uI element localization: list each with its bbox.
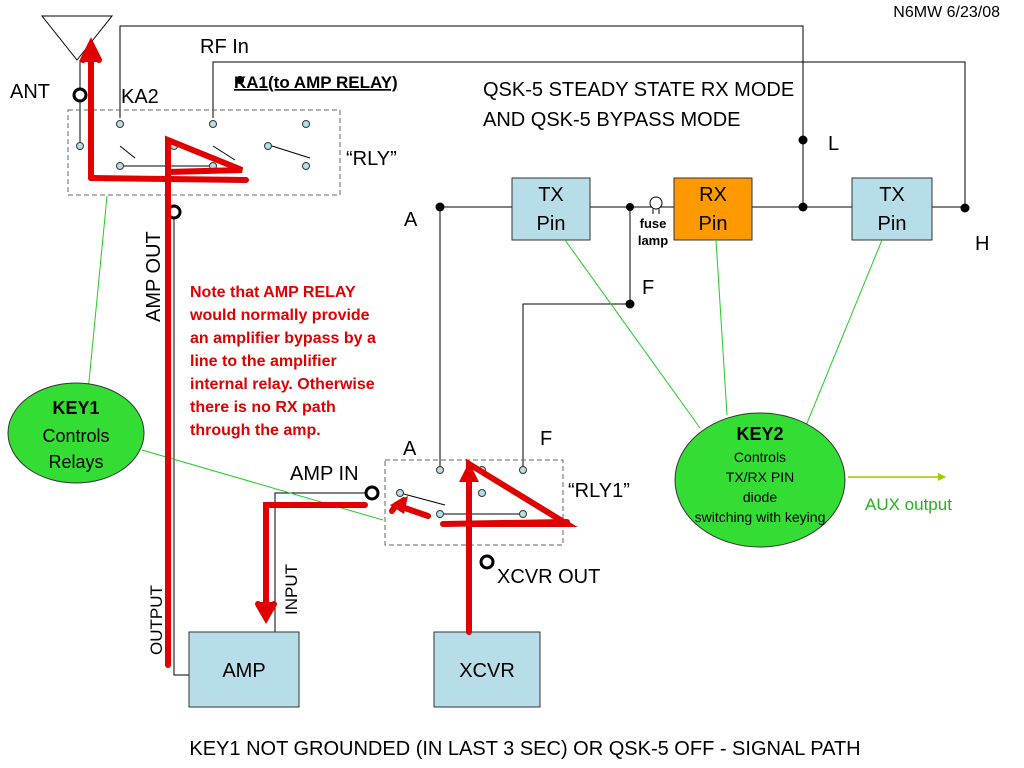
fuse-lamp-icon bbox=[649, 196, 663, 214]
lamp-label: lamp bbox=[638, 233, 668, 248]
port-rings bbox=[72, 87, 495, 570]
amp-relay-note: Note that AMP RELAY would normally provi… bbox=[189, 284, 376, 439]
aux-output-label: AUX output bbox=[865, 495, 952, 514]
tx-pin-right-line1: TX bbox=[879, 184, 905, 206]
footer-caption: KEY1 NOT GROUNDED (IN LAST 3 SEC) OR QSK… bbox=[189, 738, 860, 760]
ka1-dot bbox=[236, 76, 244, 84]
key1-title: KEY1 bbox=[52, 398, 99, 418]
amp-out-label: AMP OUT bbox=[143, 231, 165, 322]
tx-pin-left-line1: TX bbox=[538, 184, 564, 206]
ka2-label: KA2 bbox=[121, 86, 159, 108]
xcvr-out-label: XCVR OUT bbox=[497, 566, 600, 588]
credit-text: N6MW 6/23/08 bbox=[893, 4, 1000, 21]
node-f-dot bbox=[625, 299, 635, 309]
ant-port bbox=[72, 87, 88, 103]
ant-label: ANT bbox=[10, 81, 50, 103]
node-a-bottom-label: A bbox=[403, 438, 417, 460]
rly-label: “RLY” bbox=[346, 148, 397, 170]
control-lines bbox=[87, 195, 883, 521]
amp-box bbox=[188, 631, 300, 708]
node-f-bottom-label: F bbox=[540, 428, 552, 450]
rly1-contacts bbox=[396, 466, 527, 518]
tx-pin-right-line2: Pin bbox=[878, 213, 907, 235]
amp-out-wire bbox=[173, 212, 189, 676]
svg-text:through the amp.: through the amp. bbox=[190, 422, 321, 439]
rly1-label: “RLY1” bbox=[568, 480, 630, 502]
xcvr-out-port bbox=[479, 554, 495, 570]
key2-line2: TX/RX PIN bbox=[726, 469, 794, 485]
tx-pin-left-box bbox=[511, 177, 591, 241]
node-a-top-label: A bbox=[404, 209, 418, 231]
svg-text:internal relay. Otherwise: internal relay. Otherwise bbox=[190, 376, 375, 393]
key2-title: KEY2 bbox=[736, 424, 783, 444]
input-label: INPUT bbox=[282, 564, 301, 615]
node-bus-dot bbox=[798, 202, 808, 212]
amp-in-wire bbox=[274, 492, 372, 632]
amp-box-label: AMP bbox=[222, 660, 265, 682]
svg-text:Note that AMP RELAY: Note that AMP RELAY bbox=[190, 284, 356, 301]
node-f-top-label: F bbox=[642, 277, 654, 299]
title-line-2: AND QSK-5 BYPASS MODE bbox=[483, 109, 740, 131]
signal-path bbox=[80, 37, 578, 668]
antenna-icon bbox=[40, 15, 114, 61]
node-l-dot bbox=[798, 135, 808, 145]
svg-text:an amplifier bypass by a: an amplifier bypass by a bbox=[190, 330, 376, 347]
rx-pin-line1: RX bbox=[699, 184, 727, 206]
node-h-label: H bbox=[975, 233, 989, 255]
signal-path-arrowheads bbox=[82, 42, 479, 622]
output-label: OUTPUT bbox=[147, 585, 166, 655]
key2-line1: Controls bbox=[734, 449, 786, 465]
key1-ellipse bbox=[7, 382, 145, 484]
ka1-label: KA1(to AMP RELAY) bbox=[234, 73, 398, 92]
node-l-label: L bbox=[828, 133, 839, 155]
title-line-1: QSK-5 STEADY STATE RX MODE bbox=[483, 79, 794, 101]
relay-box-rly1 bbox=[384, 459, 564, 546]
svg-text:there is no RX path: there is no RX path bbox=[190, 399, 336, 416]
svg-text:line to the amplifier: line to the amplifier bbox=[190, 353, 337, 370]
svg-text:would normally provide: would normally provide bbox=[189, 307, 370, 324]
fuse-label: fuse bbox=[640, 216, 667, 231]
key1-line2: Relays bbox=[48, 452, 103, 472]
amp-in-label: AMP IN bbox=[290, 463, 359, 485]
amp-in-port bbox=[364, 485, 380, 501]
key2-ellipse bbox=[674, 412, 846, 548]
fuse-junction-dot bbox=[626, 203, 634, 211]
rf-in-label: RF In bbox=[200, 36, 249, 58]
node-h-dot bbox=[960, 203, 970, 213]
tx-pin-right-box bbox=[851, 177, 933, 241]
xcvr-box bbox=[433, 631, 541, 708]
key2-line3: diode bbox=[743, 489, 777, 505]
rx-pin-line2: Pin bbox=[699, 213, 728, 235]
node-f-line bbox=[522, 207, 631, 468]
node-a-dot bbox=[435, 202, 445, 212]
rx-pin-box bbox=[673, 177, 753, 241]
ka1-line bbox=[212, 61, 966, 208]
tx-pin-left-line2: Pin bbox=[537, 213, 566, 235]
junction-dots bbox=[236, 76, 970, 309]
relay-box-rly bbox=[67, 109, 341, 196]
rf-in-line bbox=[119, 25, 804, 140]
key2-line4: switching with keying bbox=[695, 509, 826, 525]
key1-line1: Controls bbox=[42, 426, 109, 446]
rly-contacts bbox=[76, 120, 311, 170]
xcvr-box-label: XCVR bbox=[459, 660, 515, 682]
